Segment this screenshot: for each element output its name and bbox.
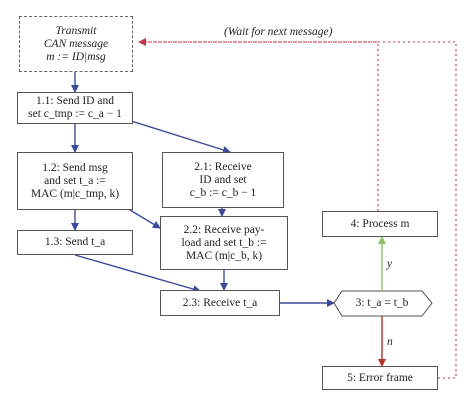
decision-3-shape [333,290,433,317]
wait-label: (Wait for next message) [224,26,333,38]
arrow-1-1-to-2-1 [127,119,231,154]
yes-label: y [387,258,393,270]
step-2-2-box: 2.2: Receive pay- load and set t_b := MA… [160,216,288,270]
step-2-3-line-1: 2.3: Receive t_a [182,296,258,309]
loop-from-4 [139,41,379,211]
step-2-2-line-3: MAC (m|c_b, k) [185,249,263,262]
start-line-1: Transmit [55,24,97,37]
no-label: n [387,336,393,348]
decision-3-line-1: 3: t_a = t_b [355,297,409,309]
step-5-line-1: 5: Error frame [347,371,413,384]
step-1-2-line-2: and set t_a := [44,174,106,187]
step-2-2-line-2: load and set t_b := [181,236,267,249]
step-1-2-box: 1.2: Send msg and set t_a := MAC (m|c_tm… [17,152,133,210]
step-4-box: 4: Process m [322,211,438,237]
step-2-1-box: 2.1: Receive ID and set c_b := c_b − 1 [162,152,284,208]
step-1-1-box: 1.1: Send ID and set c_tmp := c_a − 1 [17,92,133,124]
step-2-1-line-2: ID and set [199,173,247,186]
arrow-1-2-to-2-2 [129,209,161,229]
decision-3-label: 3: t_a = t_b [342,291,422,316]
step-1-1-line-1: 1.1: Send ID and [36,95,114,107]
start-line-3: m := ID|msg [46,50,106,63]
step-2-3-box: 2.3: Receive t_a [160,290,280,316]
step-2-2-line-1: 2.2: Receive pay- [183,223,265,236]
step-1-2-line-1: 1.2: Send msg [42,161,108,174]
start-transmit-box: Transmit CAN message m := ID|msg [19,16,133,72]
step-2-1-line-1: 2.1: Receive [194,160,252,173]
step-1-2-line-3: MAC (m|c_tmp, k) [30,187,120,200]
step-2-1-line-3: c_b := c_b − 1 [189,186,257,199]
step-1-1-line-2: set c_tmp := c_a − 1 [28,108,122,120]
start-line-2: CAN message [43,37,109,50]
step-4-line-1: 4: Process m [350,217,410,230]
arrow-1-3-to-2-3 [74,254,201,293]
step-5-box: 5: Error frame [322,366,438,390]
step-1-3-box: 1.3: Send t_a [17,230,133,255]
step-1-3-line-1: 1.3: Send t_a [44,236,106,248]
loop-from-5 [138,38,457,379]
